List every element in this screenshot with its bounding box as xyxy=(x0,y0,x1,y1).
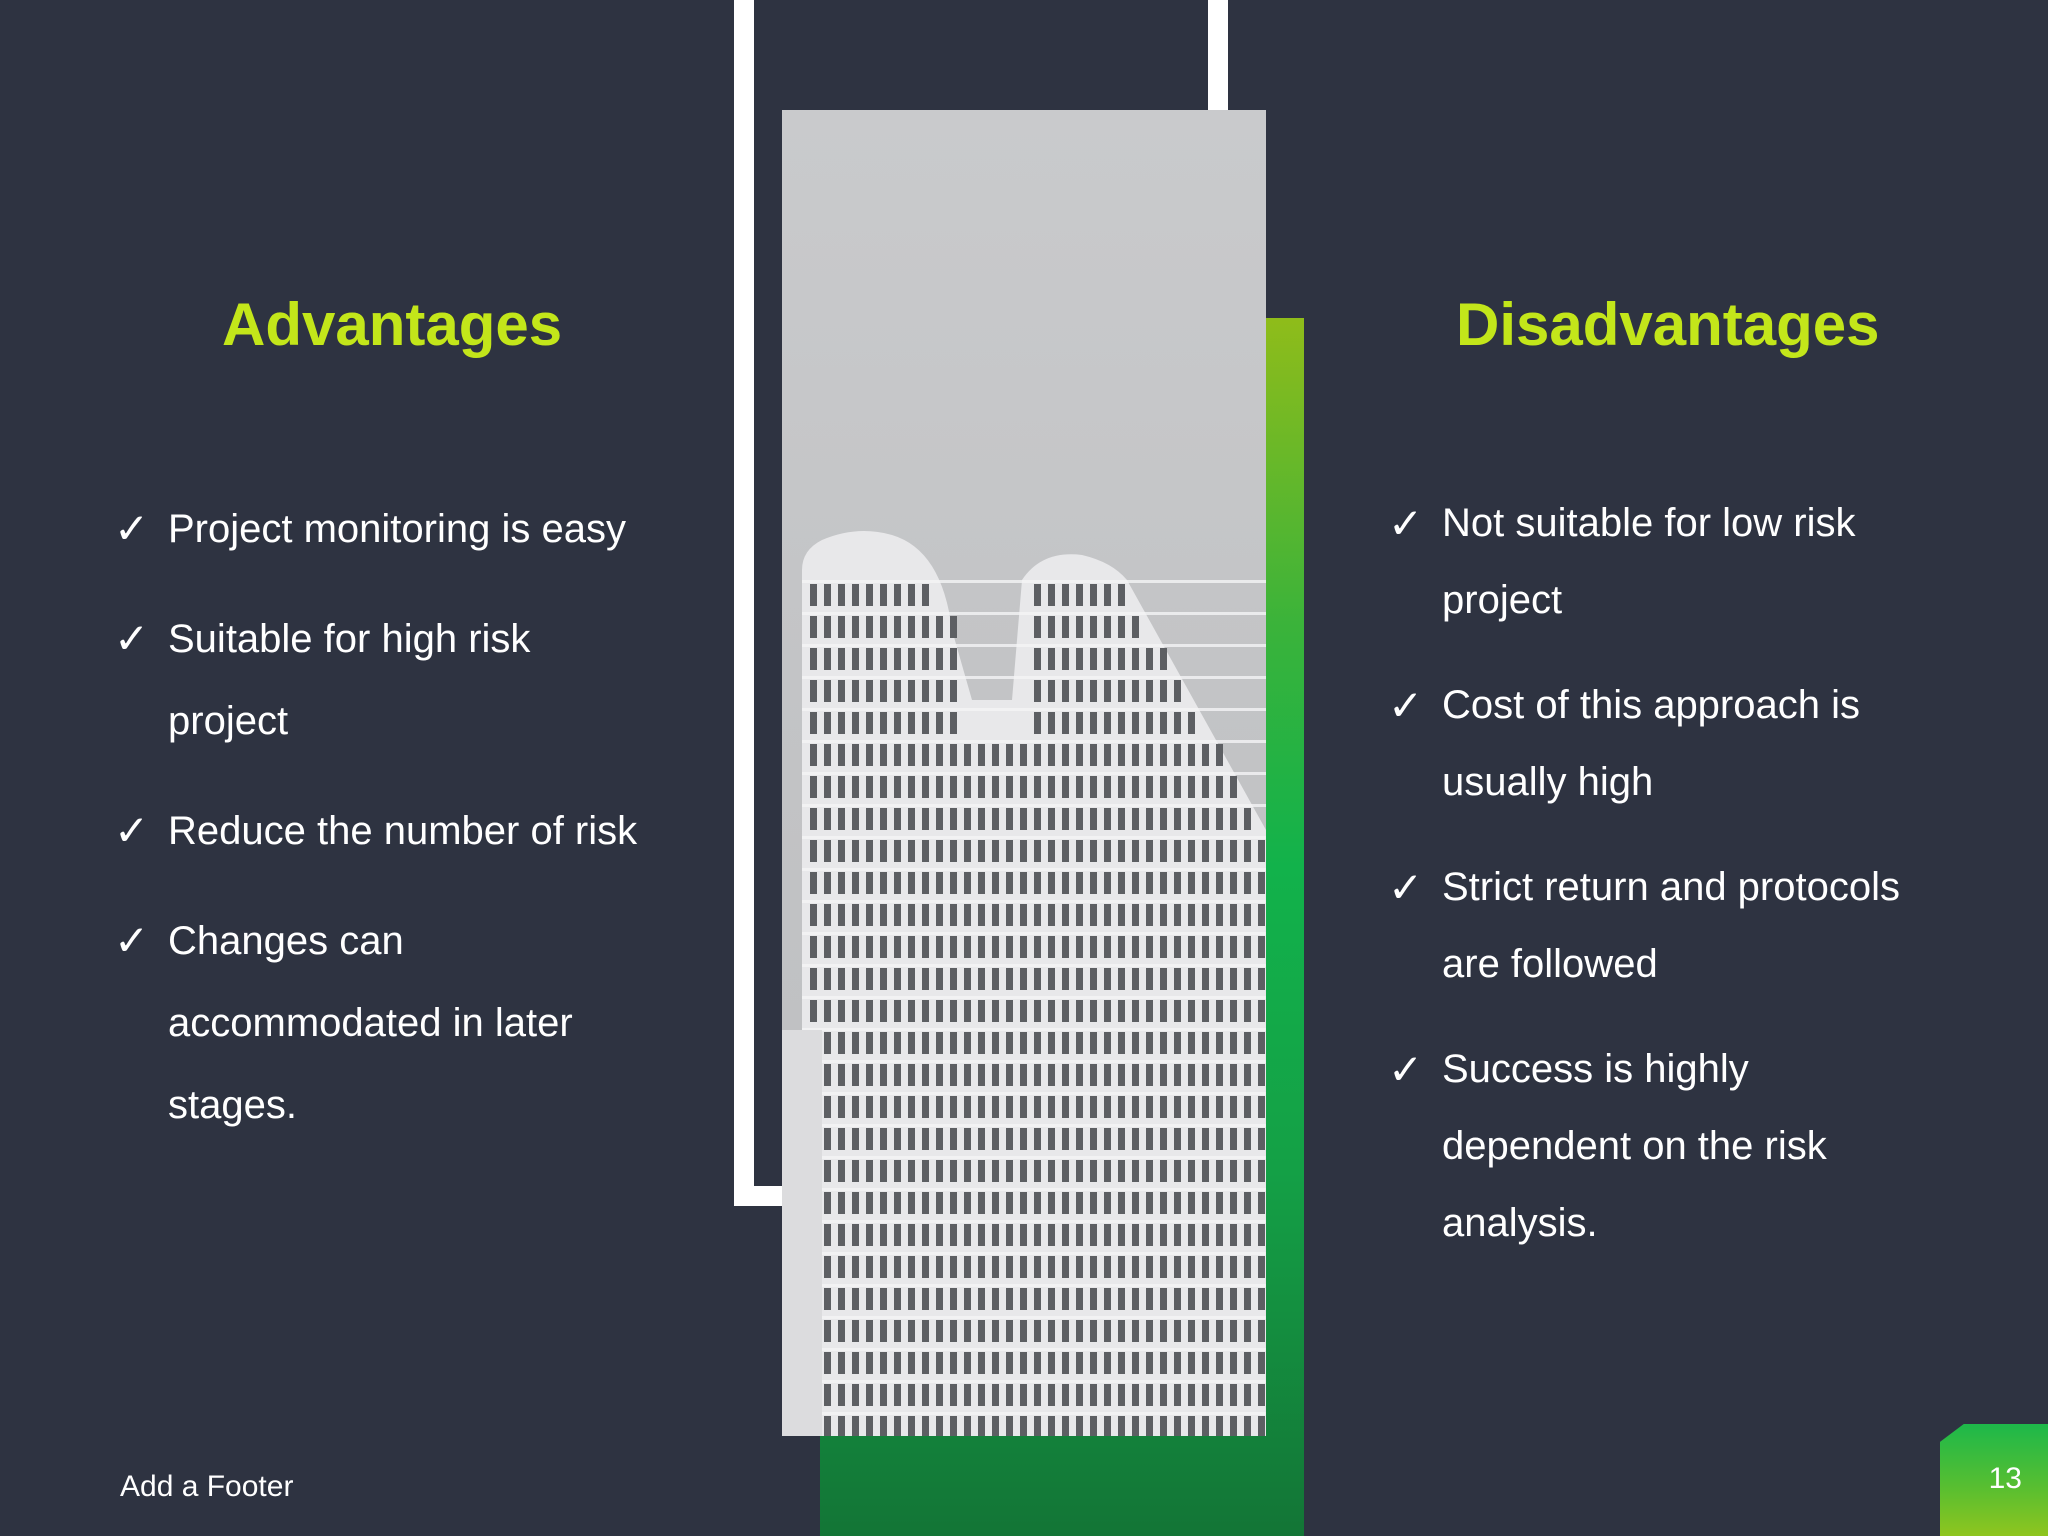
check-icon: ✓ xyxy=(114,806,150,855)
check-icon: ✓ xyxy=(1388,499,1424,548)
list-item: ✓ Changes can accommodated in later stage… xyxy=(114,900,688,1146)
check-icon: ✓ xyxy=(1388,1045,1424,1094)
lower-block xyxy=(782,1030,822,1436)
check-icon: ✓ xyxy=(114,504,150,553)
page-number: 13 xyxy=(1988,1462,2022,1495)
page-number-badge: 13 xyxy=(1940,1424,2048,1536)
advantages-list: ✓ Project monitoring is easy ✓ Suitable fo… xyxy=(114,488,674,1174)
disadvantages-list: ✓ Not suitable for low risk project ✓ Cost… xyxy=(1388,485,1948,1290)
list-item: ✓ Reduce the number of risk xyxy=(114,790,674,872)
list-item: ✓ Project monitoring is easy xyxy=(114,488,674,570)
list-item-text: Suitable for high risk project xyxy=(168,617,531,743)
list-item-text: Changes can accommodated in later stages… xyxy=(168,919,573,1127)
building-photo xyxy=(782,110,1266,1436)
building-illustration xyxy=(782,531,1266,1436)
advantages-heading: Advantages xyxy=(222,291,563,358)
list-item: ✓ Suitable for high risk project xyxy=(114,598,588,762)
list-item: ✓ Success is highly dependent on the risk… xyxy=(1388,1031,1942,1262)
check-icon: ✓ xyxy=(114,614,150,663)
list-item: ✓ Strict return and protocols are followe… xyxy=(1388,849,1942,1003)
list-item-text: Strict return and protocols are followed xyxy=(1442,865,1900,986)
check-icon: ✓ xyxy=(114,916,150,965)
disadvantages-heading: Disadvantages xyxy=(1456,291,1880,358)
check-icon: ✓ xyxy=(1388,681,1424,730)
list-item-text: Success is highly dependent on the risk … xyxy=(1442,1047,1827,1245)
list-item-text: Reduce the number of risk xyxy=(168,809,638,853)
list-item-text: Cost of this approach is usually high xyxy=(1442,683,1860,804)
window-grid xyxy=(788,580,1266,1436)
list-item-text: Not suitable for low risk project xyxy=(1442,501,1856,622)
list-item-text: Project monitoring is easy xyxy=(168,507,626,551)
list-item: ✓ Cost of this approach is usually high xyxy=(1388,667,1962,821)
footer-text: Add a Footer xyxy=(120,1470,294,1503)
list-item: ✓ Not suitable for low risk project xyxy=(1388,485,1962,639)
check-icon: ✓ xyxy=(1388,863,1424,912)
